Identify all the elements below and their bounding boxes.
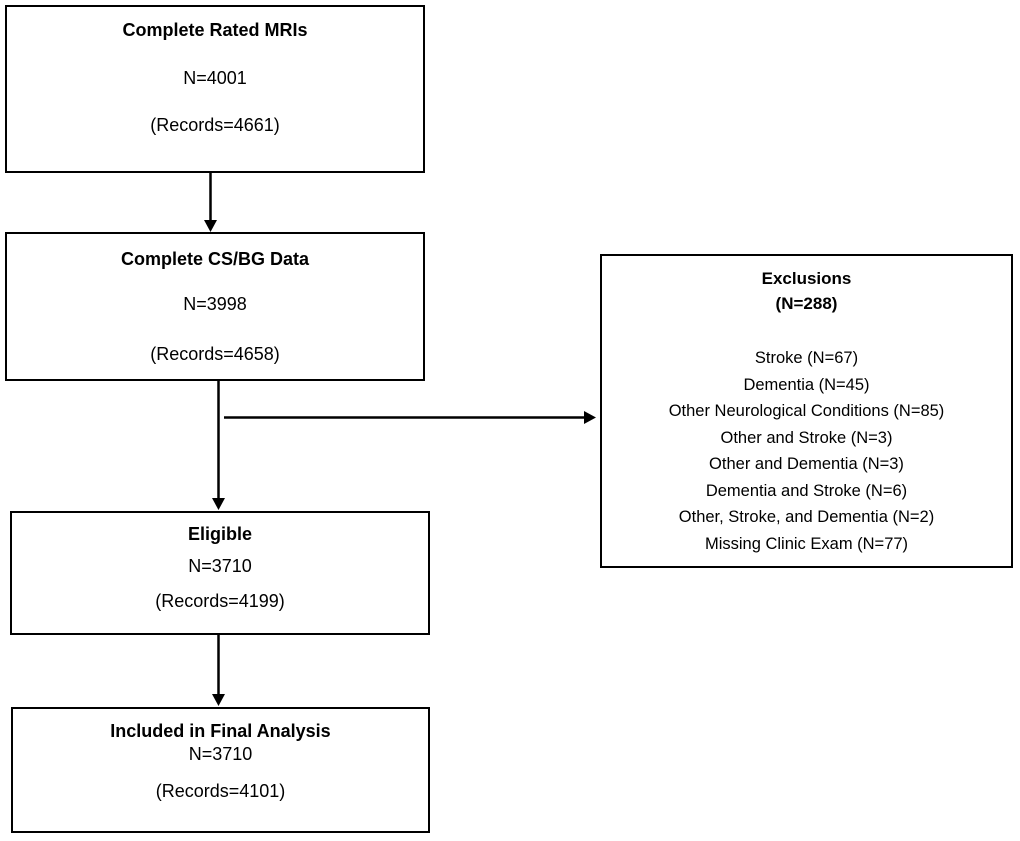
flow-box-eligible: Eligible N=3710 (Records=4199)	[10, 511, 430, 635]
exclusion-item: Other, Stroke, and Dementia (N=2)	[678, 508, 935, 526]
exclusion-item: Other Neurological Conditions (N=85)	[668, 402, 945, 420]
exclusions-n-total: (N=288)	[775, 294, 838, 313]
box-records-value: (Records=4101)	[155, 781, 286, 801]
exclusion-item: Missing Clinic Exam (N=77)	[704, 534, 909, 553]
arrow-branch-to-exclusions	[224, 411, 596, 424]
exclusion-item: Other and Stroke (N=3)	[720, 428, 893, 447]
box-title: Included in Final Analysis	[110, 721, 331, 741]
arrow-box2-to-box3	[212, 381, 225, 510]
exclusion-item: Dementia and Stroke (N=6)	[705, 481, 908, 500]
box-n-value: N=3710	[188, 744, 253, 764]
exclusion-item: Stroke (N=67)	[754, 349, 859, 367]
box-n-value: N=4001	[183, 68, 247, 88]
box-records-value: (Records=4661)	[150, 115, 280, 135]
box-title: Eligible	[187, 524, 252, 544]
exclusion-item: Dementia (N=45)	[743, 375, 870, 394]
flow-box-complete-rated-mris: Complete Rated MRIs N=4001 (Records=4661…	[5, 5, 425, 173]
arrow-box3-to-box4	[212, 635, 225, 706]
exclusion-item: Other and Dementia (N=3)	[709, 455, 904, 473]
box-n-value: N=3710	[188, 556, 252, 576]
exclusions-title: Exclusions	[761, 269, 852, 288]
flow-box-included-final-analysis: Included in Final Analysis N=3710 (Recor…	[11, 707, 430, 833]
exclusions-list: Stroke (N=67) Dementia (N=45) Other Neur…	[602, 345, 1011, 557]
flow-box-complete-csbg-data: Complete CS/BG Data N=3998 (Records=4658…	[5, 232, 425, 381]
box-n-value: N=3998	[183, 294, 247, 314]
box-title: Complete Rated MRIs	[122, 20, 308, 40]
box-title: Complete CS/BG Data	[120, 249, 310, 269]
flow-box-exclusions: Exclusions (N=288) Stroke (N=67) Dementi…	[600, 254, 1013, 568]
arrow-box1-to-box2	[204, 173, 217, 232]
box-records-value: (Records=4199)	[155, 591, 285, 611]
box-records-value: (Records=4658)	[150, 344, 280, 364]
